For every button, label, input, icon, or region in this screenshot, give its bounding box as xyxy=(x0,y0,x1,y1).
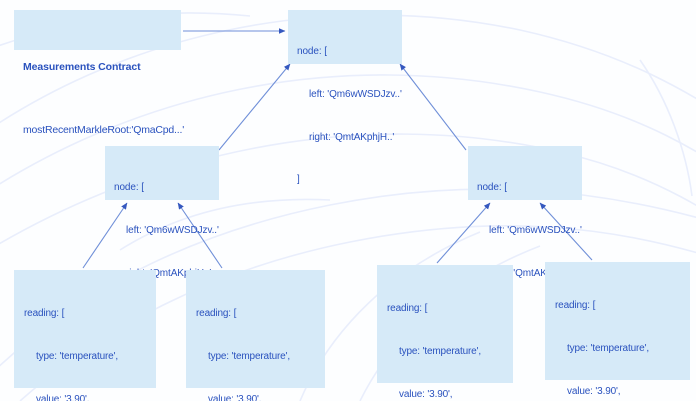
node-open-bracket: node: [ xyxy=(297,46,327,58)
reading-value: value: '3.90', xyxy=(208,393,262,401)
merkle-node-left[interactable]: node: [ left: 'Qm6wWSDJzv..' right: 'Qmt… xyxy=(105,146,219,321)
node-right-hash: right: 'QmtAKphjH..' xyxy=(309,131,395,143)
node-open-bracket: node: [ xyxy=(477,182,507,194)
reading-type: type: 'temperature', xyxy=(399,345,481,357)
reading-value: value: '3.90', xyxy=(567,385,621,397)
node-close-bracket: ] xyxy=(297,174,300,186)
edge-rightnode-to-root xyxy=(399,63,467,151)
node-left-hash: left: 'Qm6wWSDJzv..' xyxy=(126,224,219,236)
merkle-node-right[interactable]: node: [ left: 'Qm6wWSDJzv..' right: 'Qmt… xyxy=(468,146,582,321)
reading-type: type: 'temperature', xyxy=(208,350,290,362)
reading-leaf-2[interactable]: reading: [ type: 'temperature', value: '… xyxy=(186,270,325,401)
merkle-node-root[interactable]: node: [ left: 'Qm6wWSDJzv..' right: 'Qmt… xyxy=(288,10,402,185)
node-left-hash: left: 'Qm6wWSDJzv..' xyxy=(309,88,402,100)
contract-title: Measurements Contract xyxy=(23,61,141,74)
node-left-hash: left: 'Qm6wWSDJzv..' xyxy=(489,224,582,236)
reading-open-bracket: reading: [ xyxy=(196,308,237,320)
edge-leftnode-to-root xyxy=(218,63,291,151)
reading-value: value: '3.90', xyxy=(399,388,453,400)
reading-open-bracket: reading: [ xyxy=(555,300,596,312)
reading-leaf-1[interactable]: reading: [ type: 'temperature', value: '… xyxy=(14,270,156,401)
contract-merkle-root-field: mostRecentMarkleRoot:'QmaCpd...' xyxy=(23,123,185,136)
reading-open-bracket: reading: [ xyxy=(387,303,428,315)
measurements-contract-box[interactable]: Measurements Contract mostRecentMarkleRo… xyxy=(14,10,184,136)
reading-open-bracket: reading: [ xyxy=(24,308,65,320)
reading-value: value: '3.90', xyxy=(36,393,90,401)
reading-leaf-3[interactable]: reading: [ type: 'temperature', value: '… xyxy=(377,265,513,400)
reading-leaf-4[interactable]: reading: [ type: 'temperature', value: '… xyxy=(545,262,690,397)
reading-type: type: 'temperature', xyxy=(36,350,118,362)
node-open-bracket: node: [ xyxy=(114,182,144,194)
reading-type: type: 'temperature', xyxy=(567,342,649,354)
